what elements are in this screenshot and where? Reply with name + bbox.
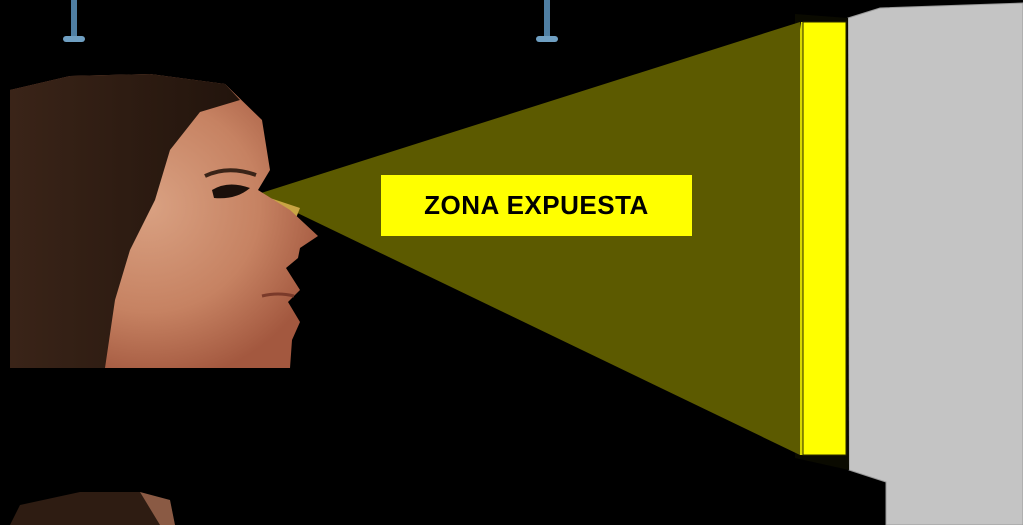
person-profile-icon: [10, 74, 318, 368]
person-profile-icon: [10, 492, 175, 525]
ceiling-lamp-icon: [536, 0, 558, 42]
exposure-cone: [258, 22, 800, 455]
ceiling-lamp-icon: [63, 0, 85, 42]
screen-face: [802, 21, 847, 456]
monitor-screen-icon: [782, 2, 1023, 525]
exposed-zone-label: ZONA EXPUESTA: [381, 175, 692, 236]
